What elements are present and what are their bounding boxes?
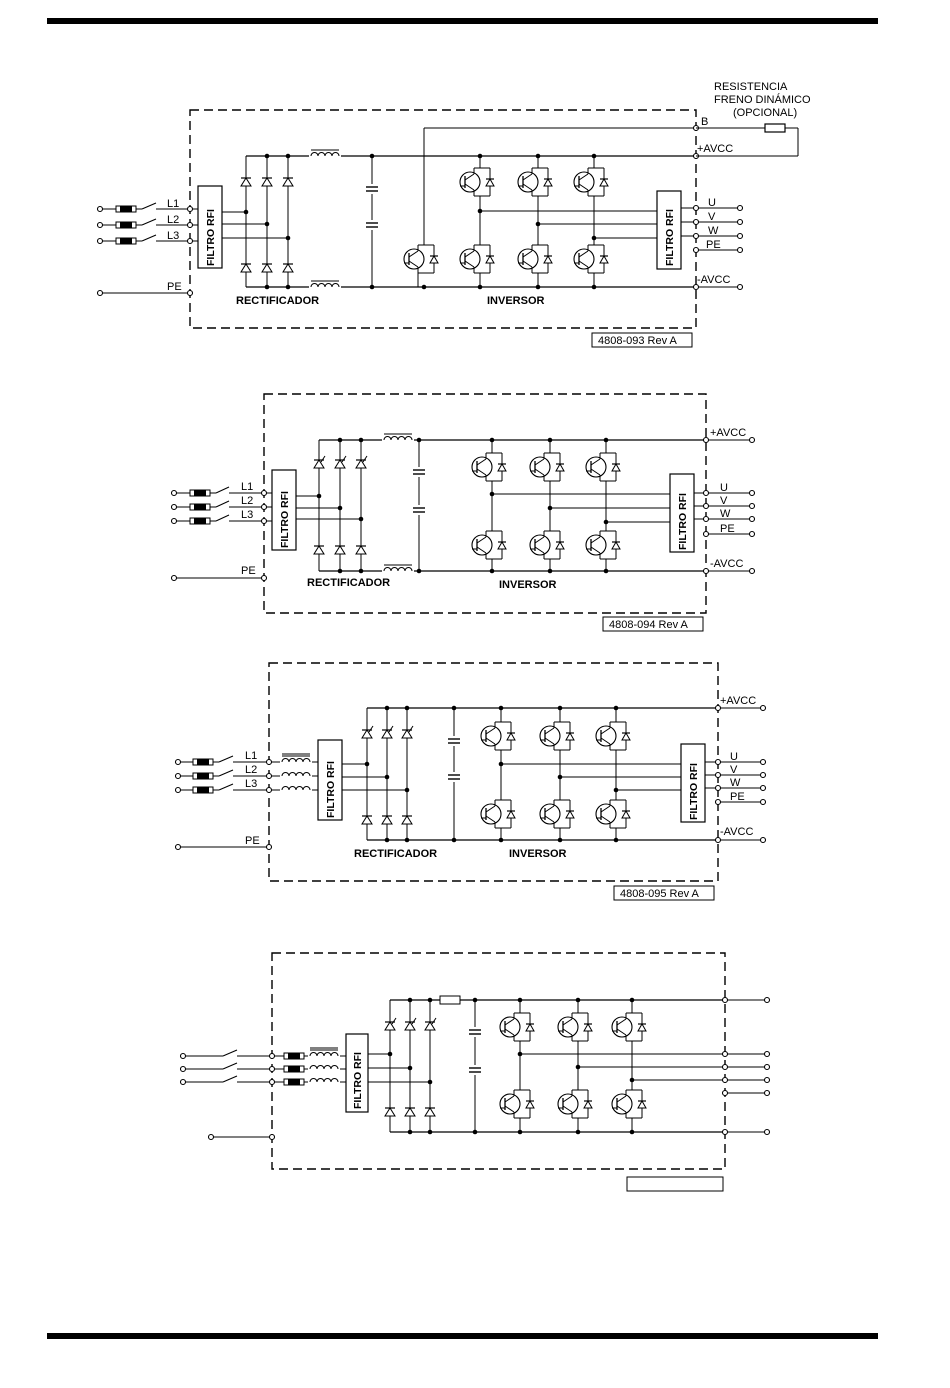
ref-label-3: 4808-095 Rev A (620, 888, 700, 900)
output-filter-box-3 (680, 743, 706, 823)
top-rule (47, 18, 878, 24)
brake-note-line1: RESISTENCIA (714, 81, 788, 93)
filter-box-2 (271, 469, 297, 551)
label-l2: L2 (167, 214, 179, 226)
filter-label-1: FILTRO RFI (205, 209, 217, 266)
filter-label-3: FILTRO RFI (325, 761, 337, 818)
label-u-2: U (720, 482, 728, 494)
label-rectifier-1: RECTIFICADOR (236, 295, 319, 307)
label-l3-3: L3 (245, 778, 257, 790)
label-l3: L3 (167, 230, 179, 242)
label-avcc-minus-2: -AVCC (710, 558, 743, 570)
label-avcc-plus-3: +AVCC (720, 695, 756, 707)
diagram-1: L1 L2 L3 PE FILTRO RFI (96, 81, 811, 348)
label-pe-in-3: PE (245, 835, 260, 847)
label-l2-2: L2 (241, 495, 253, 507)
label-l2-3: L2 (245, 764, 257, 776)
input-lines-3 (174, 753, 318, 851)
output-filter-label-1: FILTRO RFI (664, 209, 676, 266)
filter-box-1 (197, 185, 223, 269)
ref-box-2 (602, 616, 704, 632)
label-pe-in-2: PE (241, 565, 256, 577)
bottom-rule (47, 1333, 878, 1339)
label-w-2: W (720, 508, 731, 520)
label-w-1: W (708, 225, 719, 237)
label-avcc-minus-1: -AVCC (697, 274, 730, 286)
inverter-2 (471, 437, 670, 574)
ref-box-4 (626, 1176, 724, 1192)
filter-label-2: FILTRO RFI (279, 491, 291, 548)
output-filter-label-2: FILTRO RFI (677, 493, 689, 550)
inverter-1 (459, 153, 657, 290)
brake-resistor (764, 123, 786, 133)
label-avcc-plus-1: +AVCC (697, 143, 733, 155)
label-pe-out-3: PE (730, 791, 745, 803)
label-inverter-1: INVERSOR (487, 295, 545, 307)
label-u-1: U (708, 197, 716, 209)
label-b: B (701, 116, 708, 128)
label-pe-out-2: PE (720, 523, 735, 535)
enclosure-4 (271, 952, 726, 1170)
diagram-2: L1 L2 L3 PE FILTRO RFI (170, 393, 756, 632)
input-lines-2 (170, 486, 272, 582)
label-v-1: V (708, 211, 716, 223)
enclosure-3 (268, 662, 719, 882)
label-inverter-2: INVERSOR (499, 579, 557, 591)
diagram-3: L1 L2 L3 PE FILTRO RFI FILTRO RF (174, 662, 767, 901)
enclosure-1 (189, 109, 697, 329)
label-u-3: U (730, 751, 738, 763)
label-l1-2: L1 (241, 481, 253, 493)
ref-label-2: 4808-094 Rev A (609, 619, 689, 631)
brake-note-line2: FRENO DINÁMICO (714, 93, 811, 106)
label-avcc-minus-3: -AVCC (720, 826, 753, 838)
label-l3-2: L3 (241, 509, 253, 521)
ref-label-1: 4808-093 Rev A (598, 335, 678, 347)
label-v-2: V (720, 495, 728, 507)
input-lines-4 (179, 1047, 346, 1141)
label-l1-3: L1 (245, 750, 257, 762)
label-inverter-3: INVERSOR (509, 848, 567, 860)
brake-note-line3: (OPCIONAL) (733, 107, 797, 119)
label-v-3: V (730, 764, 738, 776)
output-filter-box-2 (669, 473, 695, 553)
ref-box-3 (613, 885, 715, 901)
inverter-4 (499, 997, 725, 1135)
dc-fuse (439, 995, 461, 1005)
filter-box-3 (317, 739, 343, 821)
label-pe-out-1: PE (706, 239, 721, 251)
label-l1: L1 (167, 198, 179, 210)
ref-box-1 (591, 332, 693, 348)
filter-box-4 (345, 1033, 369, 1113)
output-filter-box-1 (656, 190, 682, 270)
output-filter-label-3: FILTRO RFI (688, 763, 700, 820)
label-w-3: W (730, 777, 741, 789)
input-lines-1 (96, 202, 198, 297)
label-rectifier-2: RECTIFICADOR (307, 577, 390, 589)
label-pe-in: PE (167, 281, 182, 293)
inverter-3 (480, 705, 681, 843)
diagram-4: FILTRO RFI (179, 952, 771, 1192)
filter-label-4: FILTRO RFI (352, 1052, 364, 1109)
label-avcc-plus-2: +AVCC (710, 427, 746, 439)
label-rectifier-3: RECTIFICADOR (354, 848, 437, 860)
